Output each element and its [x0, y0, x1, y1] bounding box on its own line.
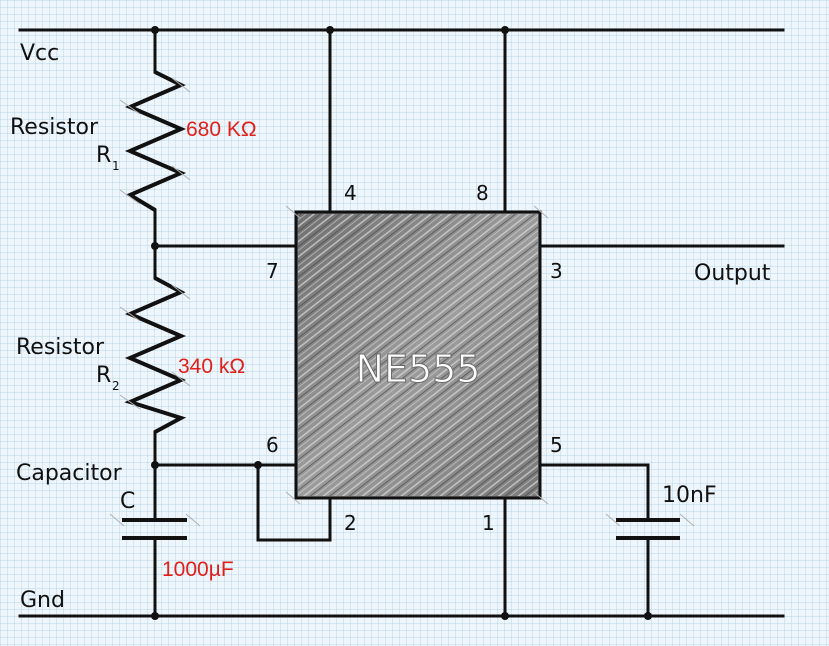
pin-7-label: 7	[266, 259, 279, 283]
r1-subscript: 1	[112, 159, 120, 173]
wire-pin5	[538, 463, 650, 522]
vcc-label: Vcc	[20, 41, 59, 66]
r2-value: 340 kΩ	[178, 355, 245, 378]
r2-symbol: R	[96, 363, 111, 388]
junction-vcc-pin8	[501, 26, 509, 34]
r1-symbol: R	[96, 143, 111, 168]
junction-gnd-cap	[151, 612, 159, 620]
chip-label: NE555	[356, 347, 481, 391]
pin-1-label: 1	[482, 511, 495, 535]
r2-name: Resistor	[16, 335, 105, 360]
r1-name: Resistor	[10, 115, 99, 140]
resistor-r2-zigzag	[124, 276, 187, 434]
r1-value: 680 KΩ	[186, 118, 257, 141]
output-label: Output	[694, 261, 771, 286]
pin-2-label: 2	[344, 511, 357, 535]
r2-subscript: 2	[112, 379, 120, 393]
capacitor-symbol: C	[120, 489, 135, 514]
pin-4-label: 4	[344, 181, 357, 205]
pin-3-label: 3	[550, 259, 563, 283]
junction-vcc-left	[151, 26, 159, 34]
capacitor-10nf-value: 10nF	[662, 483, 717, 508]
junction-pin6-left	[151, 461, 159, 469]
gnd-label: Gnd	[20, 588, 65, 613]
pin-8-label: 8	[476, 181, 489, 205]
capacitor-value: 1000µF	[162, 558, 234, 581]
junction-gnd-pin1	[501, 612, 509, 620]
junction-pin7	[151, 242, 159, 250]
pin-6-label: 6	[266, 433, 279, 457]
wire-pin2-loop	[256, 463, 332, 542]
ne555-chip-texture	[298, 214, 538, 496]
junction-gnd-10nf	[644, 612, 652, 620]
capacitor-name: Capacitor	[16, 461, 123, 486]
resistor-r1-zigzag	[124, 70, 187, 212]
junction-pin6-loop	[254, 461, 262, 469]
pin-5-label: 5	[550, 433, 563, 457]
junction-vcc-pin4	[326, 26, 334, 34]
